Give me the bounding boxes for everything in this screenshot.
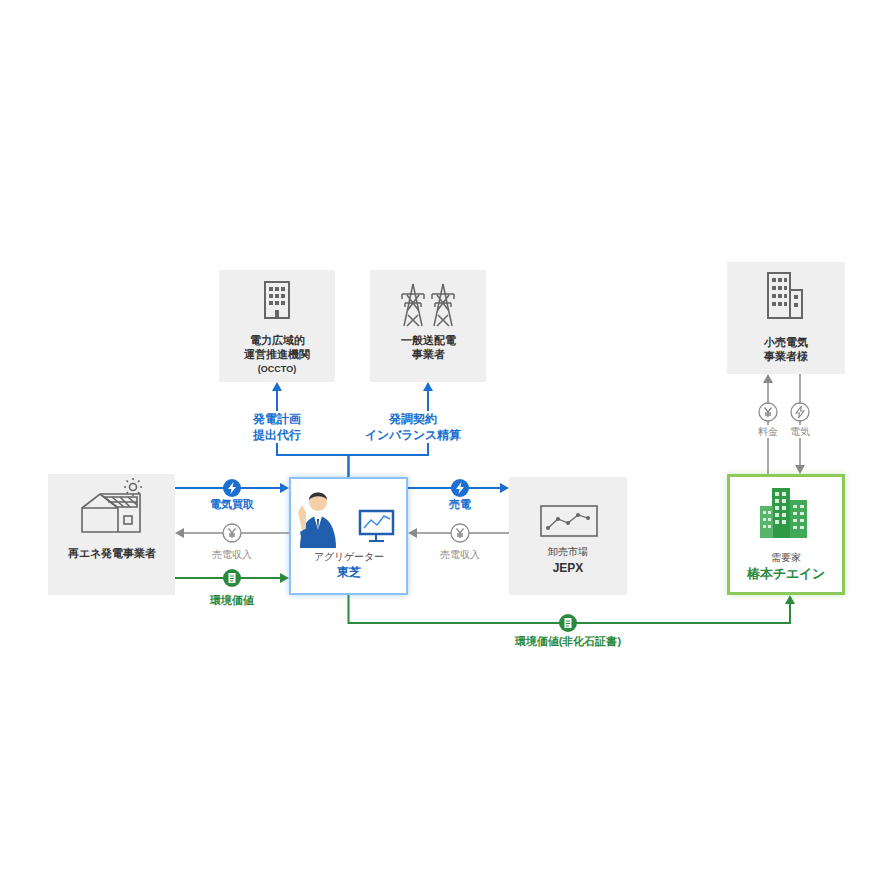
icon-part [796,406,804,418]
icon-part [451,524,469,542]
electricity-badge [451,479,469,497]
icon-part [565,618,572,628]
node-text: 卸売市場 [513,545,623,558]
connector-line [175,487,281,489]
process-box: 再エネ発電事業者 [48,474,175,595]
node-text: 一般送配電 事業者 [388,333,468,361]
node-text: 椿本チエイン [730,565,842,582]
connector [408,483,509,493]
yen-badge [759,403,777,421]
edge-label: 電気 [787,425,813,438]
connector-line [408,487,501,489]
icon-part [566,621,570,626]
node-text: 電力広域的 運営推進機関 [232,333,322,361]
edge-label: 売電収入 [420,548,500,561]
node-text: (OCCTO) [232,363,322,376]
connector [349,595,796,623]
process-box: 小売電気 事業者様 [727,262,845,374]
certificate-badge [223,569,241,587]
process-box: 電力広域的 運営推進機関 (OCCTO) [219,270,335,382]
connector-line [799,374,801,466]
process-box: 一般送配電 事業者 [370,270,486,382]
icon-part [759,403,777,421]
icon-part [228,482,236,494]
edge-label: 電気買取 [192,497,272,511]
connector [408,528,509,538]
process-box: 需要家椿本チエイン [727,474,845,595]
yen-badge [223,524,241,542]
edge-label: 料金 [755,425,781,438]
icon-part [559,614,577,632]
arrowhead [795,465,805,474]
connector-line [175,577,281,579]
process-box: アグリゲーター東芝 [289,477,408,595]
connector [175,528,289,538]
arrowhead [280,483,289,493]
arrowhead [785,595,795,604]
icon-part [229,573,236,583]
icon-part [229,529,236,539]
connector [763,374,773,474]
arrowhead [408,528,417,538]
icon-part [457,529,464,539]
icon-part [791,403,809,421]
arrowhead [500,483,509,493]
electricity-badge [223,479,241,497]
node-text: 需要家 [731,551,841,564]
icon-part [765,408,772,418]
node-text: 東芝 [294,564,404,580]
connector-line [349,595,791,623]
edge-label: 発電計画 提出代行 [242,411,312,443]
edge-label: 売電 [420,497,500,511]
arrowhead [175,528,184,538]
icon-part [456,482,464,494]
edge-label: 発調契約 インバランス精算 [358,411,468,443]
icon-part [451,479,469,497]
connector [795,374,805,474]
process-box: 卸売市場 JEPX [509,477,627,595]
arrowhead [272,382,282,391]
connector [175,573,289,583]
node-text: アグリゲーター [294,550,404,563]
icon-part [230,576,234,581]
arrowhead [280,573,289,583]
node-text: JEPX [513,560,623,576]
yen-badge [451,524,469,542]
arrowhead [423,382,433,391]
edge-label: 環境価値 [192,593,272,607]
certificate-badge [559,614,577,632]
node-text: 再エネ発電事業者 [52,546,172,560]
edge-label: 売電収入 [192,548,272,561]
icon-part [223,569,241,587]
icon-part [223,524,241,542]
edge-label: 環境価値(非化石証書) [488,634,648,648]
electricity-badge [791,403,809,421]
arrowhead [763,374,773,383]
node-text: 小売電気 事業者様 [746,335,826,363]
connector-line [183,532,289,534]
connector-line [416,532,509,534]
connector [175,483,289,493]
icon-part [223,479,241,497]
